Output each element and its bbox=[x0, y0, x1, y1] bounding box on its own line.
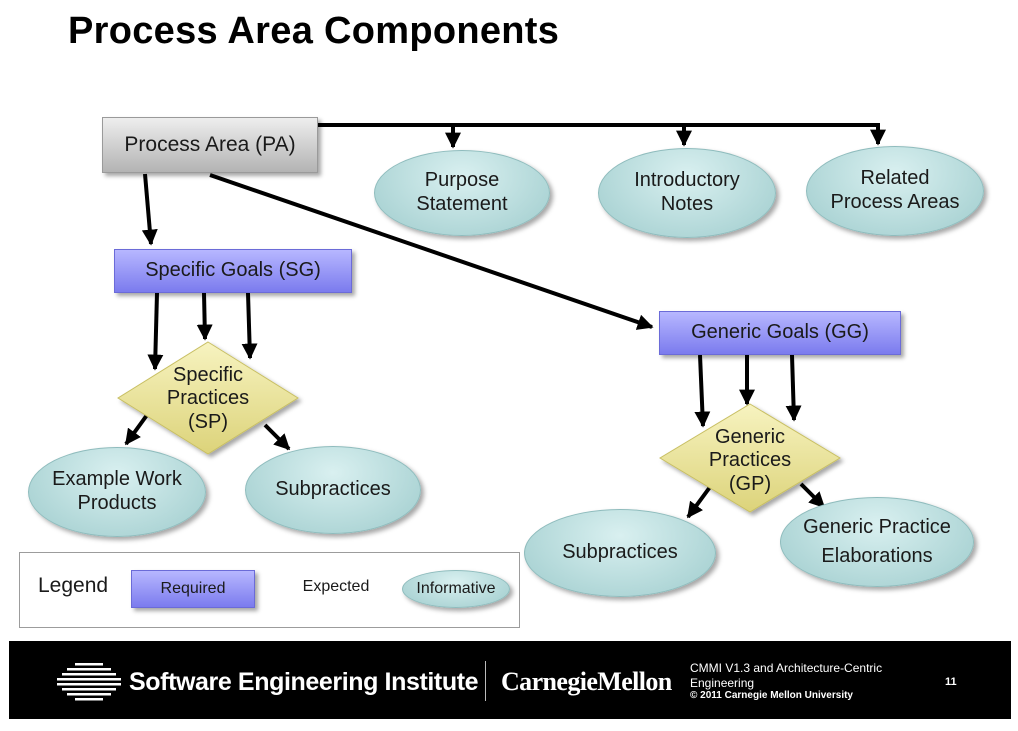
sei-globe-logo-icon bbox=[57, 663, 121, 701]
generic-practice-elaborations-line-2: Elaborations bbox=[821, 545, 933, 567]
generic-practices-line-3: (GP) bbox=[728, 472, 772, 495]
footer-divider bbox=[485, 661, 486, 701]
generic-practices-line-2: Practices bbox=[708, 449, 792, 472]
diamond-specific-practices bbox=[117, 341, 299, 455]
example-work-products-line-1: Example Work bbox=[52, 468, 182, 491]
process-area-box: Process Area (PA) bbox=[102, 117, 318, 173]
legend-informative-swatch: Informative bbox=[402, 570, 510, 608]
page-number: 11 bbox=[945, 676, 957, 688]
arrow-gp-to-subpractices bbox=[686, 485, 712, 519]
copyright: © 2011 Carnegie Mellon University bbox=[690, 690, 853, 701]
related-process-areas-line-1: Related bbox=[860, 167, 930, 190]
specific-practices-line-3: (SP) bbox=[188, 410, 228, 433]
arrow-pa-to-sg bbox=[141, 173, 158, 246]
purpose-statement-line-1: Purpose bbox=[424, 169, 500, 192]
purpose-statement-line-2: Statement bbox=[416, 193, 508, 215]
generic-goals-label: Generic Goals (GG) bbox=[691, 321, 869, 344]
specific-practices-text: Specific Practices (SP) bbox=[158, 364, 258, 434]
specific-practices-line-2: Practices bbox=[166, 387, 250, 410]
course-title: CMMI V1.3 and Architecture-Centric Engin… bbox=[690, 661, 882, 691]
example-work-products-ellipse: Example Work Products bbox=[28, 447, 206, 537]
arrow-gg-to-gp-3 bbox=[785, 354, 802, 422]
cmu-name: CarnegieMellon bbox=[501, 667, 672, 696]
generic-practice-elaborations-line-1: Generic Practice bbox=[803, 516, 951, 538]
sei-name: Software Engineering Institute bbox=[129, 668, 479, 696]
arrow-gg-to-gp-1 bbox=[694, 354, 711, 428]
generic-practices-line-1: Generic bbox=[714, 426, 786, 448]
subpractices-sp-ellipse: Subpractices bbox=[245, 446, 421, 534]
subpractices-gp-ellipse: Subpractices bbox=[524, 509, 716, 597]
arrow-sp-to-ewp bbox=[124, 413, 149, 446]
introductory-notes-line-2: Notes bbox=[660, 193, 714, 215]
course-title-line-1: CMMI V1.3 and Architecture-Centric bbox=[690, 661, 883, 675]
purpose-statement-ellipse: Purpose Statement bbox=[374, 150, 550, 236]
process-area-label: Process Area (PA) bbox=[124, 132, 296, 156]
arrow-gp-to-elaborations bbox=[799, 482, 826, 509]
specific-goals-box: Specific Goals (SG) bbox=[114, 249, 352, 293]
diamond-generic-practices bbox=[659, 403, 841, 513]
generic-goals-box: Generic Goals (GG) bbox=[659, 311, 901, 355]
legend-informative-label: Informative bbox=[416, 579, 496, 597]
connector-lines bbox=[124, 123, 886, 519]
arrow-sp-to-subpractices bbox=[263, 423, 291, 451]
arrow-pa-to-gg bbox=[209, 173, 654, 330]
course-title-line-2: Engineering bbox=[690, 676, 755, 690]
legend-required-label: Required bbox=[160, 579, 226, 597]
arrow-sg-to-sp-3 bbox=[241, 292, 258, 360]
related-process-areas-ellipse: Related Process Areas bbox=[806, 146, 984, 236]
example-work-products-line-2: Products bbox=[77, 492, 157, 514]
introductory-notes-ellipse: Introductory Notes bbox=[598, 148, 776, 238]
generic-practice-elaborations-ellipse: Generic Practice Elaborations bbox=[780, 497, 974, 587]
introductory-notes-line-1: Introductory bbox=[634, 169, 740, 192]
legend-required-swatch: Required bbox=[131, 570, 255, 608]
subpractices-sp-label: Subpractices bbox=[275, 478, 391, 501]
page-title: Process Area Components bbox=[68, 10, 560, 52]
arrow-sg-to-sp-1 bbox=[147, 292, 164, 371]
footer-bar: Software Engineering Institute CarnegieM… bbox=[9, 641, 1011, 719]
specific-goals-label: Specific Goals (SG) bbox=[145, 259, 321, 282]
arrow-sg-to-sp-2 bbox=[196, 292, 213, 341]
subpractices-gp-label: Subpractices bbox=[562, 541, 678, 564]
specific-practices-line-1: Specific bbox=[172, 364, 244, 386]
legend-expected-label: Expected bbox=[302, 578, 370, 595]
related-process-areas-line-2: Process Areas bbox=[830, 191, 960, 213]
generic-practices-text: Generic Practices (GP) bbox=[700, 426, 800, 496]
legend-label: Legend bbox=[38, 574, 109, 597]
